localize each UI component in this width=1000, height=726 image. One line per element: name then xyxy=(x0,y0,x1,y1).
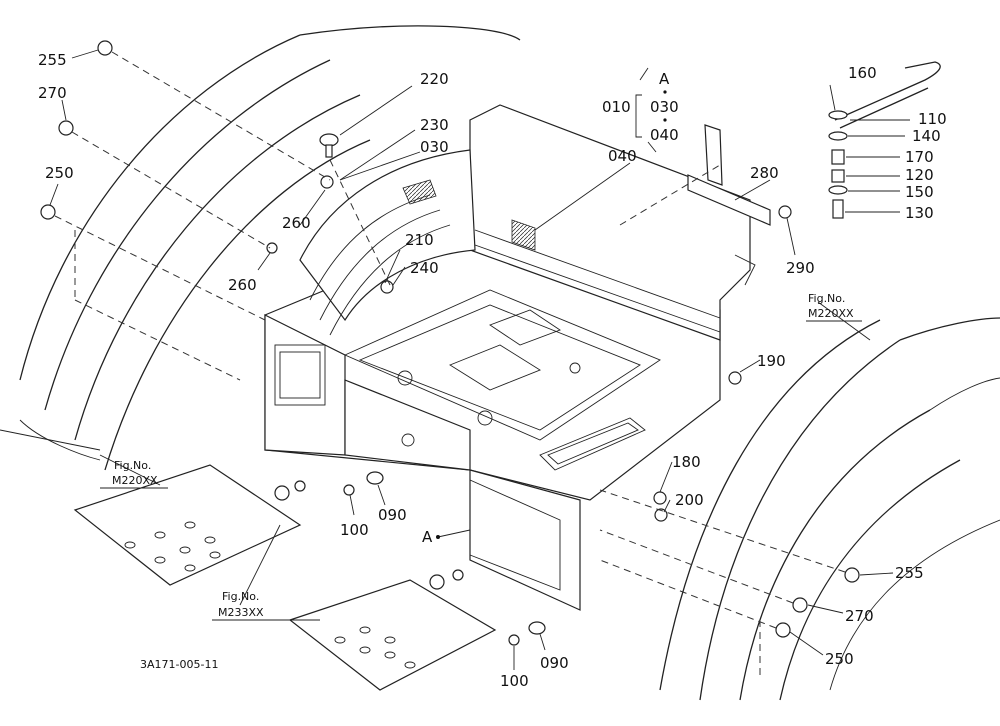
callout-010: 010 xyxy=(602,98,631,116)
callout-130: 130 xyxy=(905,204,934,222)
fender-plate xyxy=(299,149,476,336)
callout-A: A xyxy=(422,528,433,546)
callout-110: 110 xyxy=(918,110,947,128)
callout-260: 260 xyxy=(282,214,311,232)
fig-ref-label: Fig.No. xyxy=(114,459,151,472)
callout-090: 090 xyxy=(378,506,407,524)
dot-a xyxy=(663,90,667,94)
group-bracket xyxy=(635,67,657,153)
callout-100: 100 xyxy=(500,672,529,690)
callout-120: 120 xyxy=(905,166,934,184)
fig-ref-code: M220XX xyxy=(808,307,854,320)
callout-150: 150 xyxy=(905,183,934,201)
callout-280: 280 xyxy=(750,164,779,182)
callout-labels: 255 270 250 220 230 030 260 260 210 240 … xyxy=(38,51,947,690)
left-fender xyxy=(0,25,521,471)
callout-190: 190 xyxy=(757,352,786,370)
fig-ref-code: M233XX xyxy=(218,606,264,619)
callout-240: 240 xyxy=(410,259,439,277)
hardware-stack xyxy=(828,110,848,219)
fig-ref-label: Fig.No. xyxy=(222,590,259,603)
callout-210: 210 xyxy=(405,231,434,249)
right-fender xyxy=(659,317,1000,701)
callout-200: 200 xyxy=(675,491,704,509)
bracket-280 xyxy=(687,124,771,226)
callout-170: 170 xyxy=(905,148,934,166)
figure-references: Fig.No. M220XX Fig.No. M220XX Fig.No. M2… xyxy=(100,292,862,621)
callout-040: 040 xyxy=(650,126,679,144)
callout-250: 250 xyxy=(825,650,854,668)
callout-250: 250 xyxy=(45,164,74,182)
callout-180: 180 xyxy=(672,453,701,471)
dot-a-ref xyxy=(436,535,440,539)
callout-040: 040 xyxy=(608,147,637,165)
callout-A: A xyxy=(659,70,670,88)
callout-230: 230 xyxy=(420,116,449,134)
assembly-lines xyxy=(54,51,846,680)
leader-lines xyxy=(49,49,910,670)
fig-ref-code: M220XX xyxy=(112,474,158,487)
callout-255: 255 xyxy=(895,564,924,582)
step-plate-lower xyxy=(288,579,497,691)
callout-255: 255 xyxy=(38,51,67,69)
fig-ref-label: Fig.No. xyxy=(808,292,845,305)
callout-290: 290 xyxy=(786,259,815,277)
fasteners xyxy=(40,40,860,646)
callout-270: 270 xyxy=(38,84,67,102)
callout-090: 090 xyxy=(540,654,569,672)
hook-rod xyxy=(834,61,941,129)
drawing-number: 3A171-005-11 xyxy=(140,658,218,671)
callout-220: 220 xyxy=(420,70,449,88)
rear-panel xyxy=(469,104,756,341)
callout-140: 140 xyxy=(912,127,941,145)
callout-160: 160 xyxy=(848,64,877,82)
callout-260: 260 xyxy=(228,276,257,294)
callout-030: 030 xyxy=(420,138,449,156)
callout-270: 270 xyxy=(845,607,874,625)
callout-030: 030 xyxy=(650,98,679,116)
dot-b xyxy=(663,118,667,122)
callout-100: 100 xyxy=(340,521,369,539)
step-plate-upper xyxy=(73,464,302,586)
